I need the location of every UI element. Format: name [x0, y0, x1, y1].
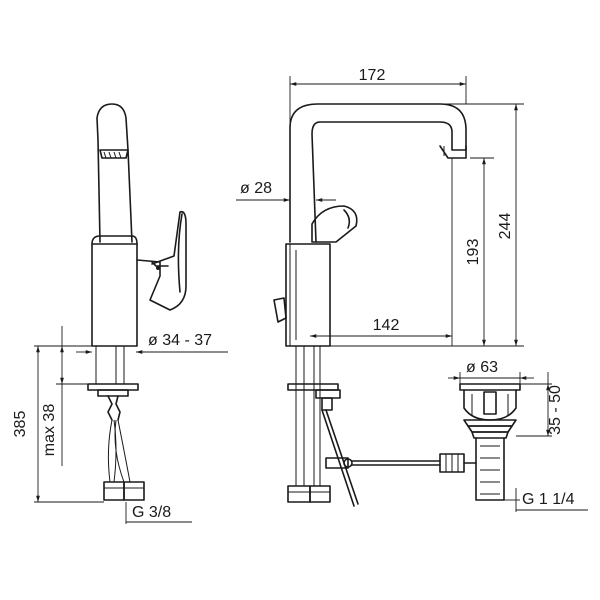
- front-view-dimensions: 172 244 193 142 ø 28: [236, 67, 524, 347]
- thread-g38-label: G 3/8: [132, 504, 171, 521]
- side-view-dimensions: 385 max 38 ø 34 - 37 G 3/8: [12, 326, 228, 524]
- waste-valve-dimensions: ø 63 35 - 50 G 1 1/4: [448, 359, 588, 512]
- dim-172-label: 172: [359, 67, 386, 84]
- side-view-mixer: [87, 103, 187, 501]
- dim-28-label: ø 28: [240, 180, 272, 197]
- aerator-hatch: [103, 151, 122, 159]
- dim-193-label: 193: [465, 239, 482, 266]
- dim-63-label: ø 63: [466, 359, 498, 376]
- dim-34-37-label: ø 34 - 37: [148, 332, 212, 349]
- dim-142-label: 142: [373, 317, 400, 334]
- dim-max-38-label: max 38: [41, 404, 58, 457]
- waste-valve: [439, 383, 521, 501]
- front-view-mixer: [273, 103, 467, 507]
- thread-g114-label: G 1 1/4: [522, 491, 575, 508]
- dim-385-label: 385: [12, 411, 29, 438]
- dim-35-50-label: 35 - 50: [547, 385, 564, 435]
- dim-244-label: 244: [497, 213, 514, 240]
